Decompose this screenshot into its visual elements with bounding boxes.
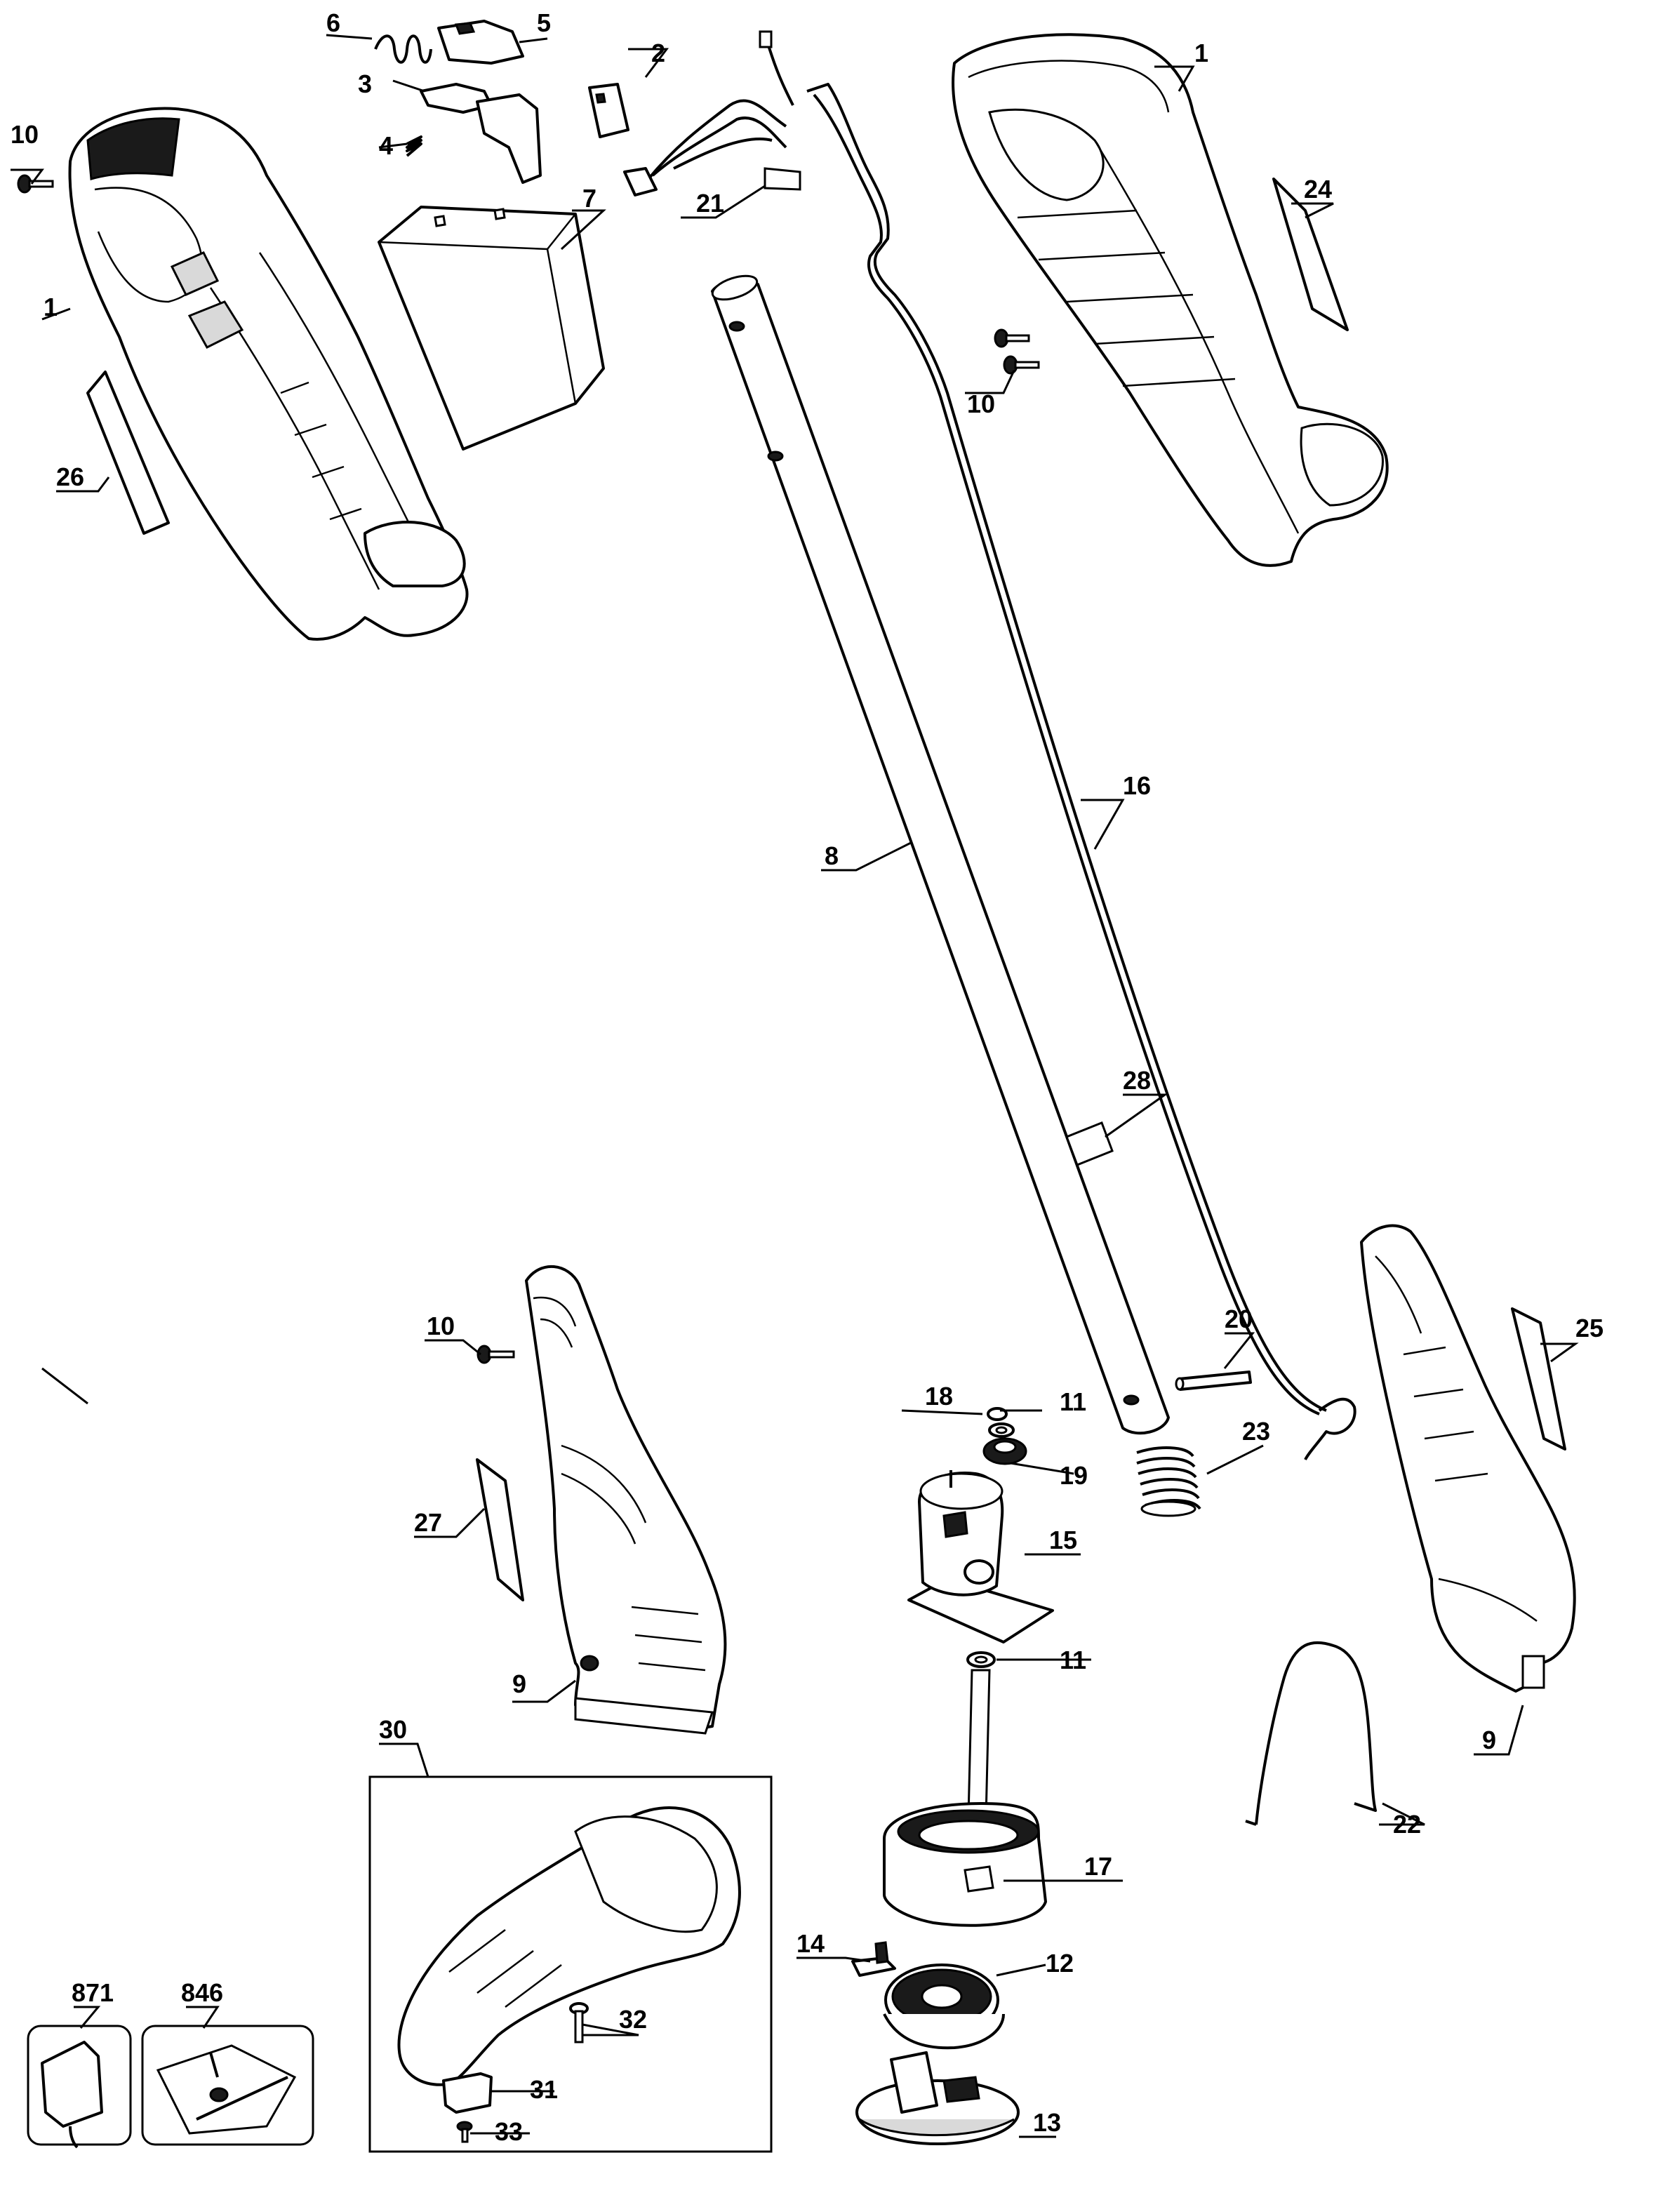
washer-11-lower [966,1651,996,1668]
callout-30: 30 [379,1715,407,1744]
callout-31: 31 [530,2075,558,2104]
screw-10-c [476,1345,515,1364]
label-24 [1272,178,1349,331]
callout-3: 3 [358,69,372,98]
callout-4: 4 [379,131,393,160]
motor-15 [907,1470,1054,1643]
callout-1-right: 1 [1194,39,1208,67]
callout-10-b: 10 [967,389,995,418]
battery-pack-7 [378,206,605,451]
callout-22: 22 [1393,1810,1421,1839]
wiring-harness-21 [623,30,801,196]
spool-cap-13 [855,2051,1020,2145]
callout-9-left: 9 [512,1669,526,1698]
callout-23: 23 [1242,1417,1270,1446]
callout-10-a: 10 [11,120,39,149]
callout-32: 32 [619,2005,647,2034]
label-28 [1065,1121,1114,1166]
callout-28: 28 [1123,1066,1151,1095]
screw-32 [569,2002,589,2043]
callout-24: 24 [1304,175,1332,204]
callout-11-b: 11 [1060,1646,1086,1674]
callout-17: 17 [1084,1852,1112,1881]
spring-23 [1136,1446,1201,1517]
motor-housing-right-9 [1360,1224,1576,1693]
bearing-19 [982,1437,1027,1465]
label-25 [1511,1307,1566,1451]
callout-25: 25 [1575,1314,1604,1342]
callout-8: 8 [825,841,839,870]
edge-guide-rod-16 [806,83,1356,1460]
main-tube-8 [711,274,1170,1435]
callout-15: 15 [1049,1526,1077,1554]
callout-1-left: 1 [44,293,58,321]
screw-10-a [17,174,54,194]
callout-16: 16 [1123,771,1151,800]
callout-19: 19 [1060,1461,1088,1490]
coil-spring-6 [374,34,432,64]
pin-20 [1175,1371,1252,1391]
spring-4 [406,135,422,157]
housing-kit-box-30 [368,1775,773,2153]
washer-11-upper [988,1422,1015,1438]
line-spool-12 [883,1963,1005,2050]
screw-33 [456,2121,473,2143]
tab-14 [851,1941,896,1977]
screw-10-b [994,328,1040,375]
callout-26: 26 [56,462,84,491]
callout-11-a: 11 [1060,1387,1086,1416]
charger-871 [27,2025,132,2149]
callout-33: 33 [495,2117,523,2146]
label-27 [476,1458,524,1601]
hardware-bag-846 [141,2025,314,2146]
callout-14: 14 [796,1929,825,1958]
callout-21: 21 [696,189,724,218]
callout-20: 20 [1225,1305,1253,1333]
callout-9-right: 9 [1482,1726,1496,1754]
motor-housing-left-9 [525,1265,727,1735]
lock-off-button-5 [437,20,524,65]
switch-2 [588,83,629,138]
left-handle-housing [68,107,469,641]
callout-12: 12 [1046,1949,1074,1978]
callout-7: 7 [582,184,596,213]
spool-housing-17 [883,1669,1047,1927]
callout-27: 27 [414,1508,442,1537]
callout-18: 18 [925,1382,953,1411]
label-26 [86,371,170,535]
right-handle-housing [952,33,1389,567]
callout-2: 2 [651,39,665,67]
callout-871: 871 [72,1978,114,2007]
callout-13: 13 [1033,2108,1061,2137]
callouts: 1 1 2 3 4 5 6 7 8 9 9 10 10 10 11 11 12 … [11,8,1604,2146]
callout-6: 6 [326,8,340,37]
callout-5: 5 [537,8,551,37]
leader-lines [11,34,1579,2138]
trigger-3 [420,83,542,184]
callout-846: 846 [181,1978,223,2007]
bracket-31 [442,2072,493,2114]
edge-guide-wire-22 [1245,1641,1377,1826]
callout-10-c: 10 [427,1312,455,1340]
